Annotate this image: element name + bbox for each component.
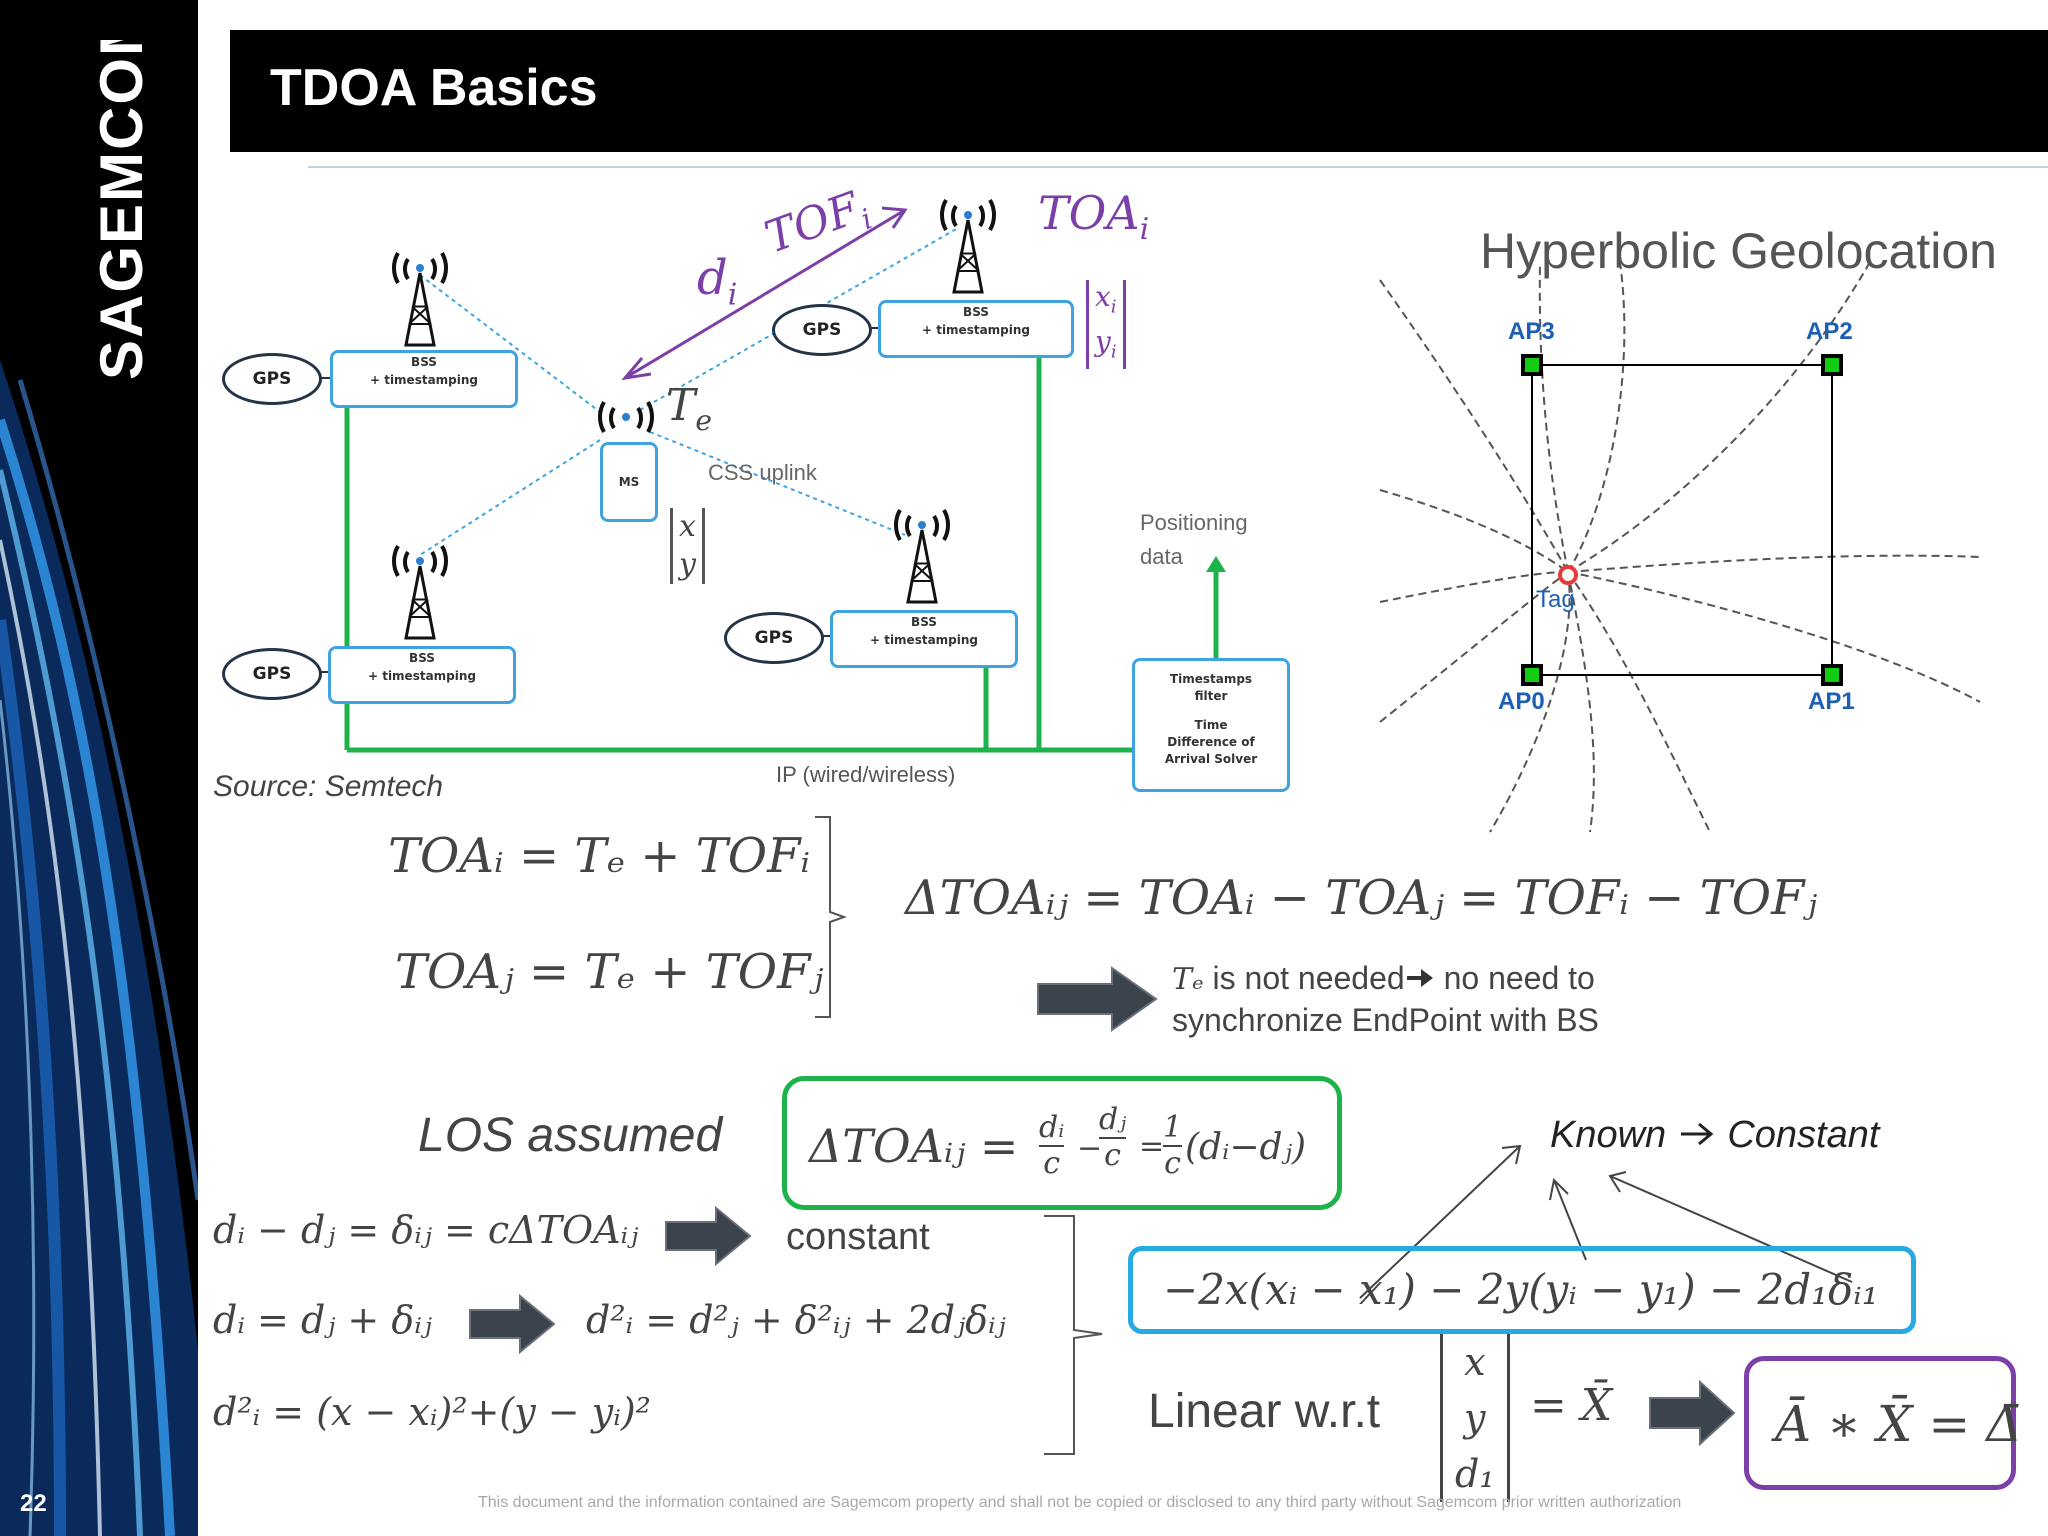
arrow-te-note [1037, 966, 1158, 1032]
ap3-marker [1521, 354, 1543, 376]
radio-links [419, 227, 959, 556]
distance-arrow [621, 206, 908, 381]
sagemcom-logo: SAGEMCOM [60, 4, 170, 400]
ap0-marker [1521, 664, 1543, 686]
sidebar-swoosh-graphic [0, 360, 198, 1536]
tag-label: Tag [1536, 586, 1575, 613]
bss-box-bottom-right: BSS + timestamping [830, 610, 1018, 668]
bss-subtitle: + timestamping [921, 323, 1031, 337]
matrix-form-box: Ā ∗ X̄ = Δ̄ [1744, 1356, 2022, 1490]
hyperbola-curves [1379, 262, 1981, 833]
right-arrow-icon [1680, 1122, 1714, 1146]
antenna-tower-icon [392, 545, 448, 640]
delta-toa-lhs: ΔTOAᵢⱼ = [809, 1119, 1019, 1173]
hyperbolic-title: Hyperbolic Geolocation [1480, 223, 1997, 279]
right-arrow-icon [1406, 969, 1433, 987]
bss-subtitle: + timestamping [869, 633, 979, 647]
sidebar: SAGEMCOM 22 [0, 0, 198, 1536]
antenna-tower-icon [940, 199, 996, 294]
logo-text: SAGEMCOM [88, 40, 155, 380]
brace-toa [815, 816, 847, 1018]
ip-label: IP (wired/wireless) [776, 762, 956, 787]
delta-toa-equation: ΔTOAᵢⱼ = TOAᵢ − TOAⱼ = TOFᵢ − TOFⱼ [905, 870, 1818, 926]
ap3-label: AP3 [1508, 318, 1555, 345]
bss-subtitle: + timestamping [369, 373, 479, 387]
constant-label: constant [786, 1216, 930, 1258]
title-bar [230, 30, 2048, 152]
gps-node: GPS [772, 304, 872, 356]
access-points [1521, 354, 1843, 686]
bss-title: BSS [963, 305, 989, 319]
page-number: 22 [20, 1490, 47, 1517]
ms-box: MS [600, 442, 658, 522]
emission-time-label: Te [666, 380, 712, 437]
tdoa-solver-box: Timestamps filter Time Difference of Arr… [1132, 658, 1290, 792]
title-underline [308, 166, 2048, 168]
minus-sign: − [1077, 1131, 1103, 1166]
linear-equation-box: −2x(xᵢ − x₁) − 2y(yᵢ − y₁) − 2d₁δᵢ₁ [1128, 1246, 1916, 1334]
ap0-label: AP0 [1498, 688, 1545, 715]
distance-difference-equation: dᵢ − dⱼ = δᵢⱼ = cΔTOAᵢⱼ [213, 1208, 639, 1252]
hyperbolic-geolocation-figure [1379, 262, 1981, 833]
linear-equation: −2x(xᵢ − x₁) − 2y(yᵢ − y₁) − 2d₁δᵢ₁ [1163, 1265, 1879, 1314]
footer-disclaimer: This document and the information contai… [478, 1494, 1682, 1511]
squared-distance-equation: d²ᵢ = d²ⱼ + δ²ᵢⱼ + 2dⱼδᵢⱼ [586, 1298, 1006, 1342]
bss-title: BSS [411, 355, 437, 369]
brace-linear [1044, 1215, 1103, 1455]
bss-box-top-left: BSS + timestamping [330, 350, 518, 408]
antenna-towers [392, 199, 996, 640]
positioning-data-label: Positioning data [1140, 510, 1248, 569]
di-equation: dᵢ = dⱼ + δᵢⱼ [213, 1298, 432, 1342]
known-constant-label: Known Constant [1550, 1114, 1880, 1156]
ap2-marker [1821, 354, 1843, 376]
toa-j-equation: TOAⱼ = Tₑ + TOFⱼ [395, 944, 824, 1000]
ap1-label: AP1 [1808, 688, 1855, 715]
ap1-marker [1821, 664, 1843, 686]
bss-title: BSS [409, 651, 435, 665]
te-note: Tₑ is not needed no need to synchronize … [1172, 960, 1599, 1038]
ap-coordinate-vector: xi yi [1086, 280, 1126, 370]
unknown-vector: x y d₁ [1440, 1334, 1510, 1502]
te-symbol: Tₑ [1172, 962, 1204, 997]
gps-node: GPS [222, 648, 322, 700]
gps-node: GPS [222, 353, 322, 405]
source-label: Source: Semtech [213, 770, 444, 803]
antenna-tower-icon [894, 509, 950, 604]
tag-marker [1558, 565, 1578, 585]
page-title: TDOA Basics [270, 59, 598, 117]
toa-i-equation: TOAᵢ = Tₑ + TOFᵢ [388, 828, 811, 884]
toa-label: TOAi [1038, 186, 1150, 248]
uplink-label: CSS uplink [708, 460, 817, 485]
tag-coordinate-vector: x y [670, 508, 705, 584]
ap-square [1531, 364, 1833, 676]
gps-node: GPS [724, 612, 824, 664]
euclidean-distance-equation: d²ᵢ = (x − xᵢ)²+(y − yᵢ)² [213, 1390, 651, 1434]
bss-box-bottom-left: BSS + timestamping [328, 646, 516, 704]
ap2-label: AP2 [1806, 318, 1853, 345]
bss-subtitle: + timestamping [367, 669, 477, 683]
bss-box-top-right: BSS + timestamping [878, 300, 1074, 358]
arrow-to-matrix-form [1649, 1380, 1736, 1446]
equals-sign: = [1139, 1129, 1165, 1164]
arrow-to-squared [469, 1294, 556, 1354]
distance-label: di [697, 250, 738, 313]
matrix-form-equation: Ā ∗ X̄ = Δ̄ [1775, 1395, 2023, 1453]
ms-antenna-icon [598, 401, 654, 433]
positioning-arrow [1206, 556, 1226, 572]
antenna-tower-icon [392, 252, 448, 347]
los-assumption-label: LOS assumed [418, 1109, 723, 1162]
linear-wrt-label: Linear w.r.t [1148, 1385, 1381, 1438]
bss-title: BSS [911, 615, 937, 629]
arrow-to-constant [665, 1206, 752, 1266]
x-bar-equation: = X̄ [1530, 1380, 1613, 1431]
delta-tail: (dᵢ−dⱼ) [1185, 1127, 1307, 1168]
